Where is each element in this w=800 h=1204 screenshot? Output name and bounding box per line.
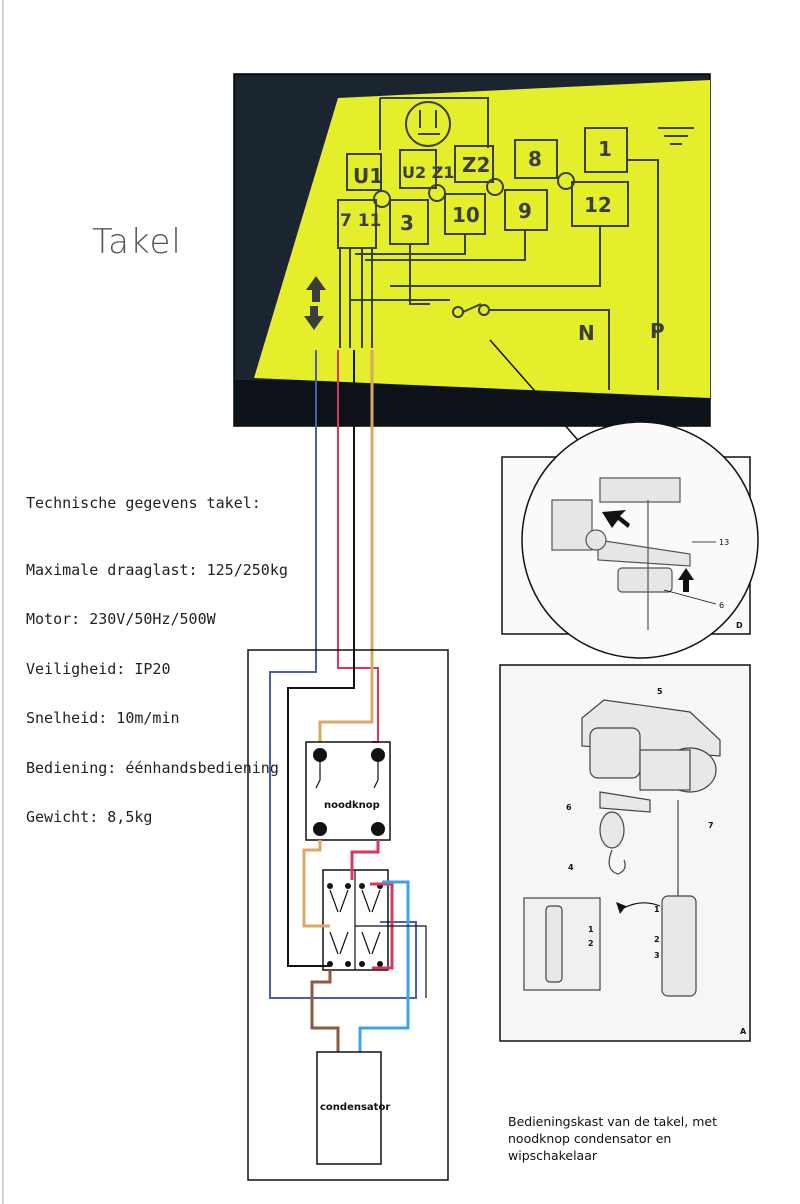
terminal-8: [514, 139, 558, 179]
detail-a-inset-label-2: 2: [588, 939, 594, 948]
detail-a-inset-label-1: 1: [588, 925, 594, 934]
terminal-labels: U1 U2 Z1 Z2 8 1 7 11 3 10 9 12 N P: [340, 137, 665, 345]
control-box-outline: [247, 649, 449, 1181]
terminal-label-1: 1: [598, 137, 612, 161]
spec-line: Bediening: éénhandsbediening: [26, 758, 279, 777]
terminal-label-12: 12: [584, 193, 612, 217]
terminal-label-u2z1: U2 Z1: [402, 163, 454, 182]
hoist-drawing: [523, 699, 721, 997]
detail-a-label-6: 6: [566, 803, 572, 812]
detail-d-magnifier: [521, 421, 759, 659]
detail-d-label-13: 13: [719, 538, 729, 547]
terminal-7-11: [337, 199, 377, 249]
detail-a-label-2: 2: [654, 935, 660, 944]
detail-a-letter: A: [740, 1027, 747, 1036]
terminal-label-z2: Z2: [462, 153, 490, 177]
wire-black: [287, 350, 355, 967]
terminal-label-u1: U1: [353, 164, 383, 188]
detail-a-label-1: 1: [654, 905, 660, 914]
spec-line: Gewicht: 8,5kg: [26, 808, 153, 826]
label-n: N: [578, 321, 595, 345]
motor-symbol: [405, 101, 451, 147]
terminal-label-7-11: 7 11: [340, 211, 381, 231]
emergency-stop-label: noodknop: [324, 800, 380, 811]
terminal-label-9: 9: [518, 199, 532, 223]
capacitor-label: condensator: [320, 1102, 390, 1113]
detail-d-label-6: 6: [719, 601, 724, 610]
photo-to-box-wires: [269, 350, 417, 999]
label-p: P: [650, 319, 665, 343]
control-box-schematic: noodknop condensator: [247, 649, 449, 1181]
terminal-label-3: 3: [400, 211, 414, 235]
wire-tan: [318, 350, 374, 742]
specs-heading: Technische gegevens takel:: [26, 494, 261, 512]
terminal-photo: U1 U2 Z1 Z2 8 1 7 11 3 10 9 12 N P: [233, 73, 711, 427]
detail-a-label-4: 4: [568, 863, 574, 872]
printed-wiring: [337, 97, 694, 390]
terminal-u1: [346, 153, 382, 191]
pointer-line: [489, 339, 585, 448]
terminal-label-8: 8: [528, 147, 542, 171]
technical-specs: Technische gegevens takel: Maximale draa…: [26, 462, 288, 842]
terminal-1: [584, 127, 628, 173]
spec-line: Motor: 230V/50Hz/500W: [26, 610, 216, 628]
emergency-stop: [305, 741, 391, 841]
photo-yellow-panel: [254, 80, 710, 398]
spec-line: Maximale draaglast: 125/250kg: [26, 560, 288, 579]
detail-a-figure: 5 6 7 4 1 2 3 1 2 A: [499, 664, 751, 1042]
detail-a-label-7: 7: [708, 821, 714, 830]
detail-d-figure: 13 6 D: [501, 421, 759, 659]
terminal-z2: [454, 145, 494, 183]
spec-line: Veiligheid: IP20: [26, 659, 171, 678]
spec-line: Snelheid: 10m/min: [26, 709, 180, 727]
terminal-label-10: 10: [452, 203, 480, 227]
terminal-u2z1: [399, 149, 437, 189]
wire-blue: [269, 350, 417, 999]
detail-d-letter: D: [736, 621, 743, 630]
up-down-arrows-icon: [304, 276, 326, 330]
detail-a-label-3: 3: [654, 951, 660, 960]
page-title: Takel: [92, 222, 182, 262]
detail-a-label-5: 5: [657, 687, 663, 696]
capacitor: [316, 1051, 382, 1165]
caption: Bedieningskast van de takel, met noodkno…: [508, 1114, 717, 1163]
